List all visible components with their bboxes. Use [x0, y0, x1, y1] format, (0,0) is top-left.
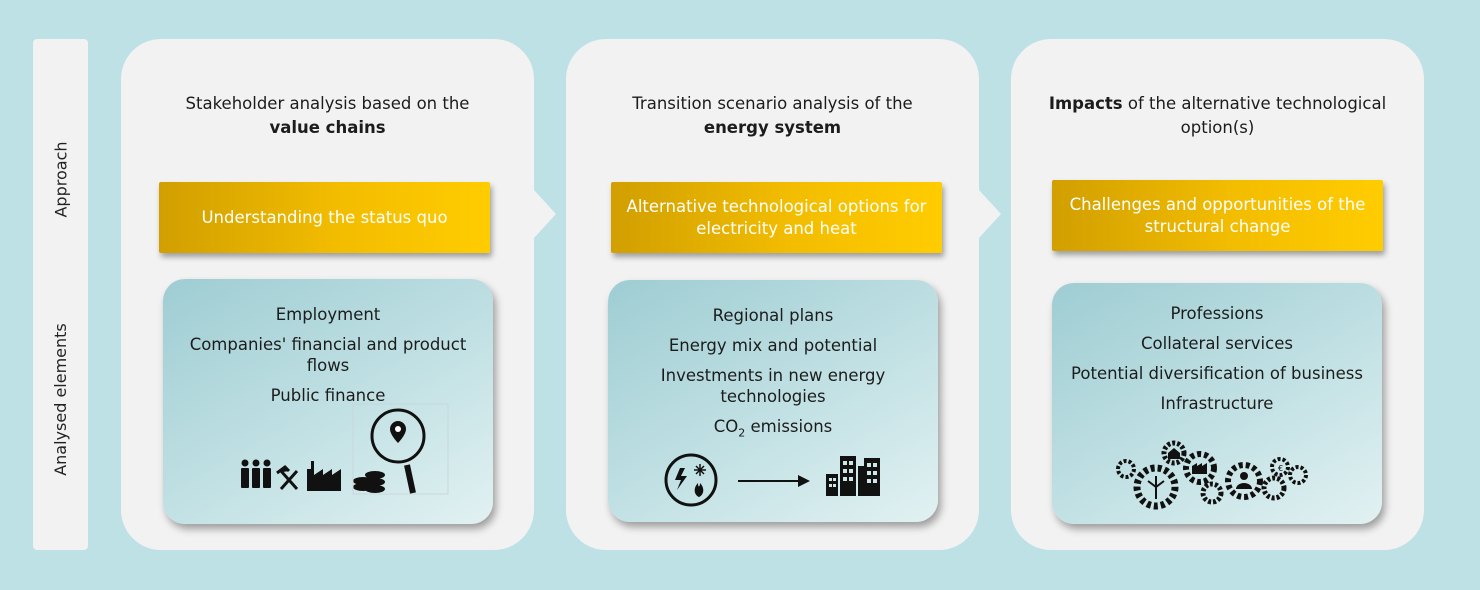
house-icon: [1168, 448, 1180, 459]
elements-box-impacts: Professions Collateral services Potentia…: [1052, 283, 1382, 524]
factory-icon: [1192, 463, 1207, 474]
heading-bold: value chains: [269, 118, 386, 137]
co2-suffix: emissions: [745, 417, 833, 436]
euro-icon: €: [1278, 464, 1283, 473]
factory-icon: [307, 461, 341, 491]
list-item: Infrastructure: [1160, 394, 1274, 413]
arrow-right-icon: [738, 475, 810, 487]
list-item: Professions: [1170, 304, 1264, 323]
gear-icon: [1116, 440, 1308, 510]
list-item: Collateral services: [1141, 334, 1293, 353]
elements-box-energy-system: Regional plans Energy mix and potential …: [608, 280, 938, 522]
stakeholder-icons: [241, 403, 449, 495]
elements-list: Regional plans Energy mix and potential …: [608, 305, 938, 452]
co2-sub: 2: [738, 426, 746, 440]
elements-list: Employment Companies' financial and prod…: [163, 304, 493, 415]
challenges-label: Challenges and opportunities of the stru…: [1069, 194, 1366, 236]
co2-prefix: CO: [713, 417, 739, 436]
challenges-box: Challenges and opportunities of the stru…: [1052, 180, 1383, 251]
heading-text: Stakeholder analysis based on the: [185, 94, 470, 113]
heading-impacts: Impacts of the alternative technological…: [1035, 92, 1400, 140]
side-strip: Approach Analysed elements: [33, 39, 88, 550]
alternative-options-label: Alternative technological options for el…: [626, 196, 927, 238]
list-item: Employment: [275, 305, 381, 324]
list-item: Regional plans: [712, 306, 834, 325]
elements-list: Professions Collateral services Potentia…: [1052, 303, 1382, 423]
heading-text: Transition scenario analysis of the: [632, 94, 913, 113]
analysed-elements-label: Analysed elements: [33, 279, 88, 519]
list-item: Public finance: [270, 386, 386, 405]
heading-text: of the alternative technological option(…: [1127, 94, 1387, 137]
energy-source-icon: [664, 453, 718, 507]
heading-value-chains: Stakeholder analysis based on the value …: [150, 92, 505, 140]
chevron-arrow-2: [979, 190, 1001, 238]
magnifier-location-icon: [352, 403, 449, 495]
heading-bold: Impacts: [1048, 94, 1123, 113]
chevron-arrow-1: [534, 190, 556, 238]
alternative-options-box: Alternative technological options for el…: [611, 182, 942, 253]
analysed-elements-label-text: Analysed elements: [51, 322, 71, 476]
list-item: Investments in new energy technologies: [660, 366, 886, 406]
list-item: Companies' financial and product flows: [189, 335, 467, 375]
person-icon: [1236, 472, 1252, 489]
heading-energy-system: Transition scenario analysis of the ener…: [595, 92, 950, 140]
status-quo-box: Understanding the status quo: [159, 182, 490, 253]
gears-icons: €: [1116, 440, 1308, 510]
wind-turbine-icon: [1147, 476, 1165, 499]
coins-icon: [353, 471, 385, 493]
list-item: Energy mix and potential: [668, 336, 878, 355]
people-icon: [241, 459, 271, 488]
approach-label: Approach: [33, 99, 88, 259]
energy-to-city-icons: [664, 453, 880, 507]
list-item: Potential diversification of business: [1071, 364, 1363, 383]
status-quo-label: Understanding the status quo: [201, 207, 448, 227]
co2-emissions-item: CO2 emissions: [638, 416, 908, 443]
approach-label-text: Approach: [51, 140, 71, 218]
tools-icon: [276, 465, 299, 490]
elements-box-value-chains: Employment Companies' financial and prod…: [163, 279, 493, 524]
heading-bold: energy system: [703, 118, 842, 137]
